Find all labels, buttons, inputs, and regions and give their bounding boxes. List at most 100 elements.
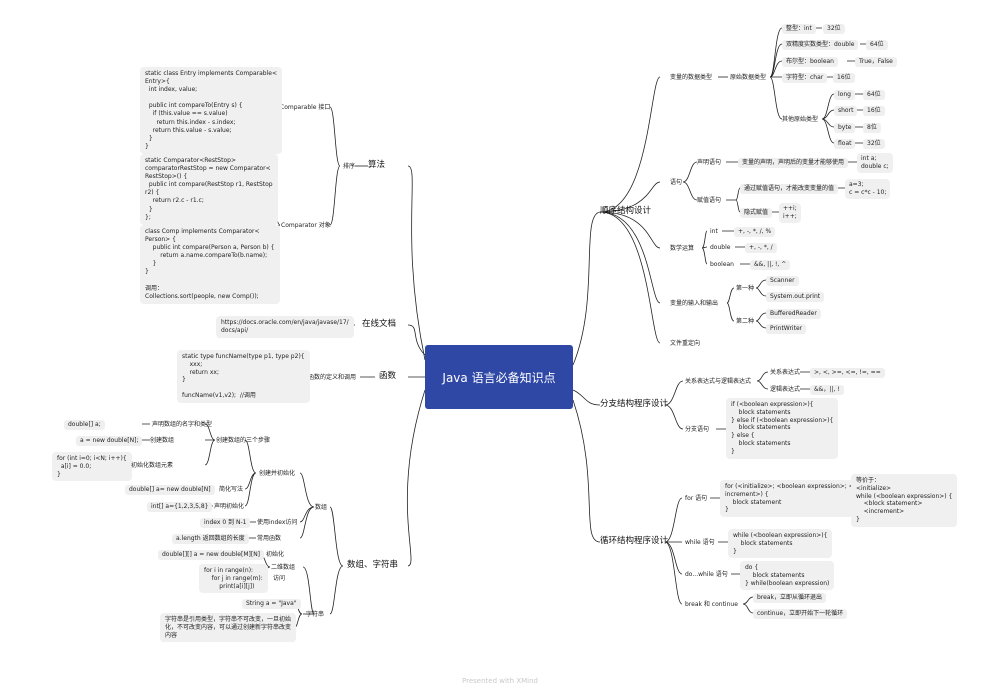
decl-init[interactable]: 声明初始化 [214,503,245,510]
branch-title[interactable]: 分支结构程序设计 [600,399,669,409]
short-form[interactable]: 简化写法 [219,486,244,493]
implicit-assign[interactable]: 隐式赋值 [740,208,773,219]
length-code[interactable]: a.length 返回数组的长度 [172,534,249,545]
math-double-ops[interactable]: +, -, *, / [745,243,777,254]
continue-desc[interactable]: continue，立即开始下一轮循环 [753,609,848,620]
string[interactable]: 字符串 [306,611,325,618]
dowhile-code[interactable]: do { block statements } while(boolean ex… [740,561,835,591]
break-continue[interactable]: break 和 continue [685,601,738,608]
step1[interactable]: 声明数组的名字和类型 [152,421,213,428]
comparator[interactable]: Comparator 对象 [281,222,331,229]
branch-code[interactable]: if (<boolean expression>){ block stateme… [726,398,839,459]
assign-stmt[interactable]: 赋值语句 [697,197,722,204]
system-out-print[interactable]: System.out.print [766,292,825,303]
boolean-type[interactable]: 布尔型：boolean [782,57,838,68]
comparable-code[interactable]: static class Entry implements Comparable… [140,67,282,154]
short-code[interactable]: double[] a= new double[N] [125,485,215,496]
io-first[interactable]: 第一种 [736,285,755,292]
decl-init-code[interactable]: int[] a={1,2,3,5,8} [147,502,213,513]
three-steps[interactable]: 创建数组的三个步骤 [216,437,271,444]
rel-expr[interactable]: 关系表达式 [770,369,801,376]
common-funcs[interactable]: 常用函数 [257,535,282,542]
math-boolean-ops[interactable]: &&, ||, !, ^ [750,260,791,271]
comparator-code-1[interactable]: static Comparator<RestStop> comparatorRe… [140,154,278,225]
comparator-code-2[interactable]: class Comp implements Comparator< Person… [140,225,280,304]
assign-desc[interactable]: 通过赋值语句，才能改变变量的值 [740,184,839,195]
io[interactable]: 变量的输入和输出 [670,300,719,307]
double-size[interactable]: 64位 [866,40,888,51]
decl-example[interactable]: int a; double c; [857,153,893,174]
algo-title[interactable]: 算法 [368,160,386,170]
seq-title[interactable]: 顺序结构设计 [600,206,652,216]
stmt[interactable]: 语句 [670,179,683,186]
doc-url[interactable]: https://docs.oracle.com/en/java/javase/1… [216,316,354,338]
index-access[interactable]: 使用index访问 [257,519,298,526]
string-desc[interactable]: 字符串是引用类型，字符串不可改变，一旦初始 化，不可改变内容，可以通过创建新字符… [160,613,297,643]
dowhile-stmt[interactable]: do...while 语句 [685,571,728,578]
step2-code[interactable]: a = new double[N]; [76,436,143,447]
char-size[interactable]: 16位 [833,73,855,84]
math-int[interactable]: int [710,228,718,235]
implicit-example[interactable]: ++i; i++; [779,203,801,224]
assign-example[interactable]: a=3; c = c*c - 10; [845,179,891,200]
func-code[interactable]: static type funcName(type p1, type p2){ … [177,350,310,403]
decl-stmt[interactable]: 声明语句 [697,159,722,166]
comparable[interactable]: Comparable 接口 [280,104,331,111]
float-type[interactable]: float [834,139,856,150]
while-code[interactable]: while (<boolean expression>){ block stat… [728,529,833,559]
io-second[interactable]: 第二种 [736,318,755,325]
break-desc[interactable]: break，立即从循环退出 [753,593,826,604]
long-size[interactable]: 64位 [863,90,885,101]
func-title[interactable]: 函数 [379,371,397,381]
func-def[interactable]: 函数的定义和调用 [308,374,357,381]
string-code[interactable]: String a = "Java" [242,599,301,610]
arrays-title[interactable]: 数组、字符串 [347,560,399,570]
math-int-ops[interactable]: +, -, *, /, % [734,227,776,238]
index-code[interactable]: index 0 到 N-1 [200,518,251,529]
sort[interactable]: 排序 [343,163,356,170]
char-type[interactable]: 字符型：char [782,73,828,84]
rel-ops[interactable]: >, <, >=, <=, !=, == [810,368,885,379]
for-equivalent[interactable]: 等价于： <initialize> while (<boolean expres… [851,474,958,527]
step3[interactable]: 初始化数组元素 [131,462,174,469]
scanner[interactable]: Scanner [766,276,799,287]
long-type[interactable]: long [834,90,855,101]
short-size[interactable]: 16位 [863,106,885,117]
math-ops[interactable]: 数学运算 [670,245,695,252]
int-type[interactable]: 整型：int [782,24,816,35]
two-d-access[interactable]: 访问 [273,575,286,582]
short-type[interactable]: short [834,106,858,117]
two-d-init[interactable]: 初始化 [266,551,285,558]
float-size[interactable]: 32位 [863,139,885,150]
step1-code[interactable]: double[] a; [64,420,105,431]
two-d-array[interactable]: 二维数组 [271,564,296,571]
seq-primitive[interactable]: 原始数据类型 [730,74,767,81]
step2[interactable]: 创建数组 [150,437,175,444]
math-boolean[interactable]: boolean [710,261,734,268]
array[interactable]: 数组 [315,504,328,511]
expr[interactable]: 关系表达式与逻辑表达式 [685,378,752,385]
int-size[interactable]: 32位 [823,24,845,35]
byte-type[interactable]: byte [834,123,856,134]
print-writer[interactable]: PrintWriter [766,324,807,335]
two-d-access-code[interactable]: for i in range(n): for j in range(m): pr… [199,564,268,594]
loop-title[interactable]: 循环结构程序设计 [600,536,669,546]
byte-size[interactable]: 8位 [863,123,881,134]
for-stmt[interactable]: for 语句 [685,495,708,502]
file-redirect[interactable]: 文件重定向 [670,340,701,347]
seq-data-types[interactable]: 变量的数据类型 [670,74,713,81]
create-init[interactable]: 创建并初始化 [259,470,296,477]
logic-ops[interactable]: &&，||, ! [810,385,844,396]
buffered-reader[interactable]: BufferedReader [766,309,821,320]
logic-expr[interactable]: 逻辑表达式 [770,386,801,393]
for-code[interactable]: for (<initialize>; <boolean expression>;… [720,480,859,518]
math-double[interactable]: double [710,244,731,251]
branch-stmt[interactable]: 分支语句 [685,426,710,433]
decl-desc[interactable]: 变量的声明，声明后的变量才能够使用 [738,158,849,169]
two-d-init-code[interactable]: double[][] a = new double[M][N] [158,550,265,561]
while-stmt[interactable]: while 语句 [685,539,715,546]
central-topic[interactable]: Java 语言必备知识点 [425,345,573,409]
step3-code[interactable]: for (int i=0; i<N; i++){ a[i] = 0.0; } [52,452,132,482]
double-type[interactable]: 双精度实数类型：double [782,40,859,51]
other-primitive[interactable]: 其他原始类型 [782,116,819,123]
